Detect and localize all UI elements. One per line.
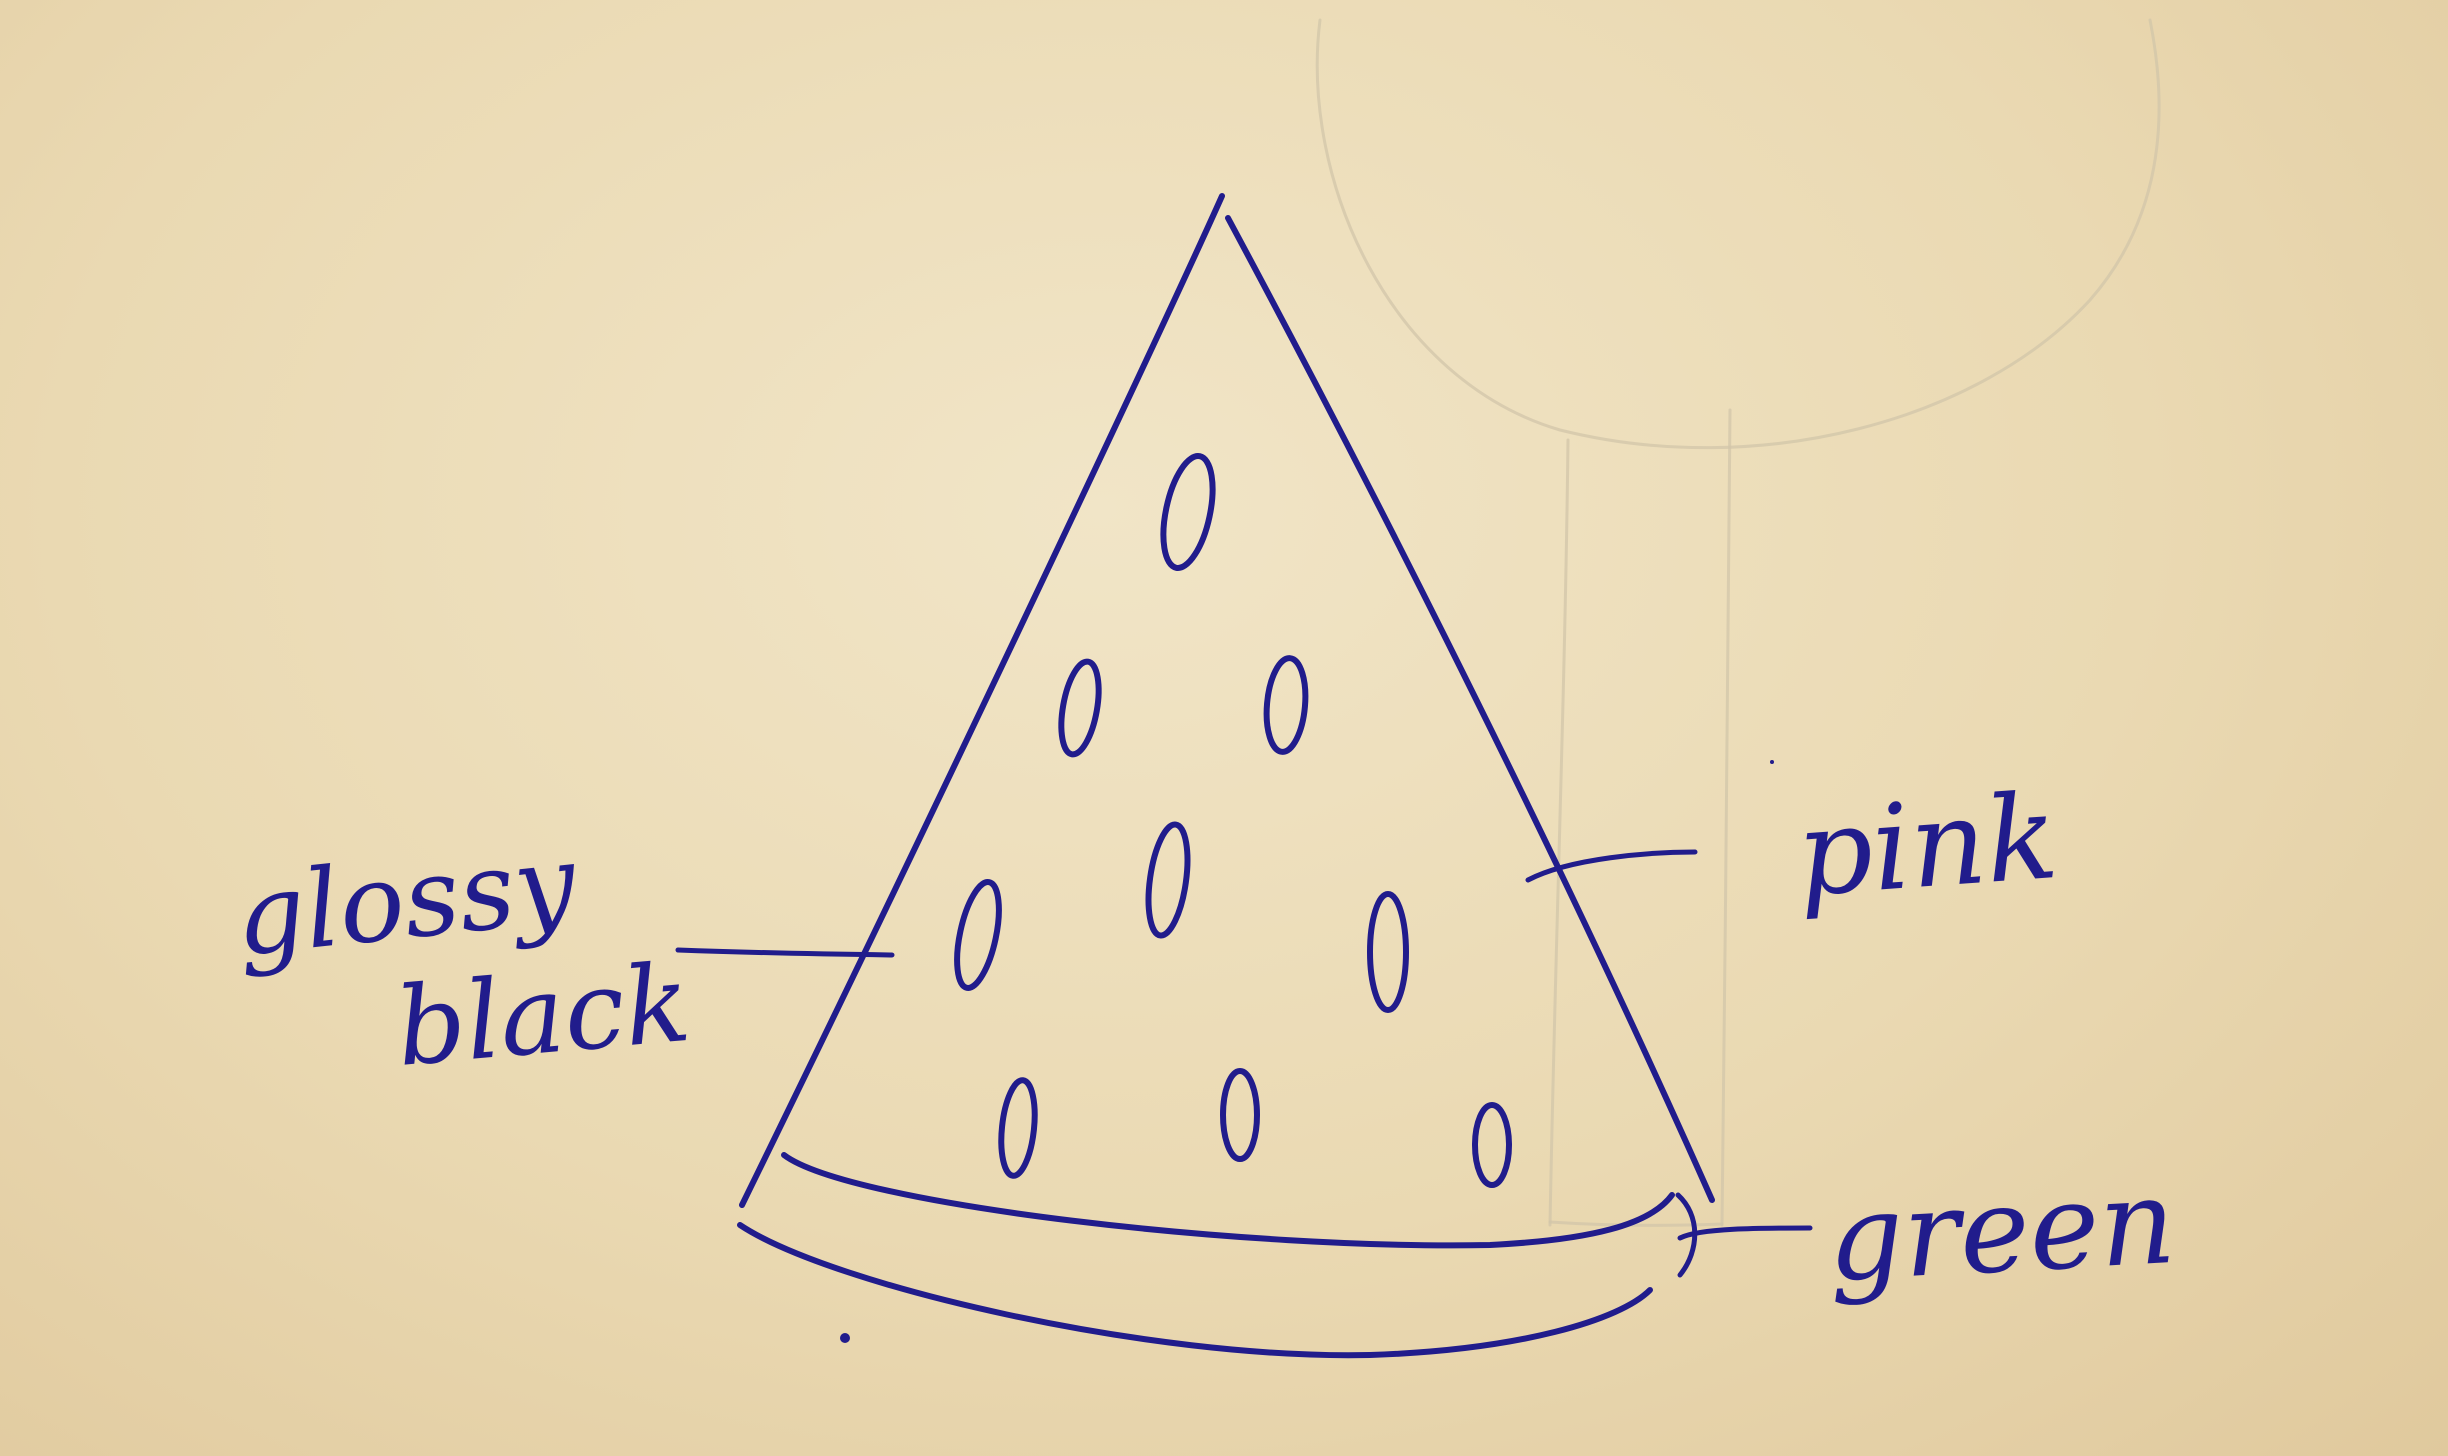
- seed: [954, 879, 1002, 991]
- leader-lines: [675, 849, 1813, 1278]
- seeds: [954, 453, 1512, 1188]
- seed: [1263, 655, 1309, 755]
- pencil-ghost-sketch: [1315, 18, 2161, 1227]
- rind-outer-edge: [737, 1222, 1653, 1359]
- seed: [1472, 1102, 1512, 1188]
- pencil-stick-bottom: [1548, 1220, 1724, 1227]
- ink-speck: [840, 1333, 850, 1343]
- seed: [1145, 821, 1191, 939]
- seed: [1367, 891, 1409, 1013]
- labels: glossy black pink green: [230, 767, 2179, 1308]
- rind-bracket: [1675, 1192, 1698, 1278]
- ink-specks: [840, 760, 1774, 1343]
- flesh-label: pink: [1792, 767, 2062, 923]
- watermelon-slice: [737, 193, 1715, 1359]
- rind-label: green: [1824, 1152, 2178, 1308]
- slice-right-edge: [1225, 215, 1715, 1203]
- pencil-circle: [1315, 18, 2161, 450]
- slice-left-edge: [739, 193, 1225, 1208]
- flesh-leader-line: [1525, 849, 1698, 883]
- rind-leader-line: [1677, 1225, 1813, 1241]
- seed: [1058, 658, 1102, 758]
- seed: [998, 1077, 1038, 1179]
- pencil-stick-right: [1720, 408, 1732, 1227]
- ink-speck: [1770, 760, 1774, 764]
- pencil-stick-left: [1548, 438, 1570, 1227]
- seed: [1220, 1068, 1260, 1162]
- seed-leader-line: [675, 947, 895, 958]
- flesh-rind-boundary: [781, 1152, 1675, 1249]
- seed-label-line-2: black: [391, 941, 695, 1091]
- seed: [1160, 453, 1216, 571]
